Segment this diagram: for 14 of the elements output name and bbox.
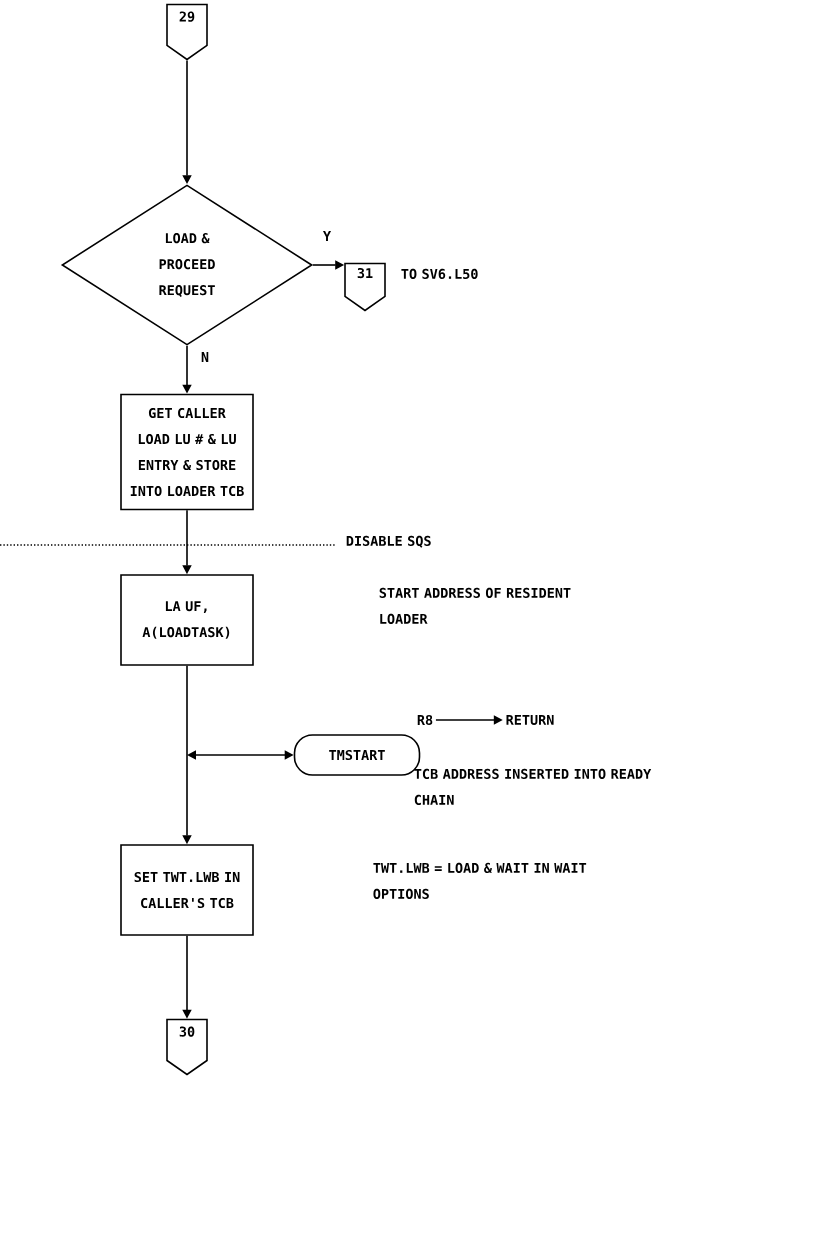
process-box: GET CALLER LOAD LU # & LU ENTRY & STORE INTO LOADER TCB	[120, 393, 254, 511]
edge-label: N	[199, 351, 211, 363]
note-text: TWT.LWB = LOAD & WAIT IN WAIT OPTIONS	[373, 862, 587, 899]
offpage-connector: 30	[166, 1018, 208, 1076]
process-box: SET TWT.LWB IN CALLER'S TCB	[120, 844, 254, 936]
register-text: RETURN	[506, 715, 554, 725]
offpage-connector: 31	[344, 262, 386, 312]
note-text: DISABLE SQS	[346, 535, 431, 548]
process-box: LA UF, A(LOADTASK)	[120, 574, 254, 666]
edge-label: Y	[321, 230, 333, 242]
register-text: R8	[417, 714, 433, 726]
note-text: START ADDRESS OF RESIDENT LOADER	[379, 587, 571, 624]
note-text: TO SV6.L50	[401, 268, 478, 280]
offpage-connector: 29	[166, 3, 208, 61]
